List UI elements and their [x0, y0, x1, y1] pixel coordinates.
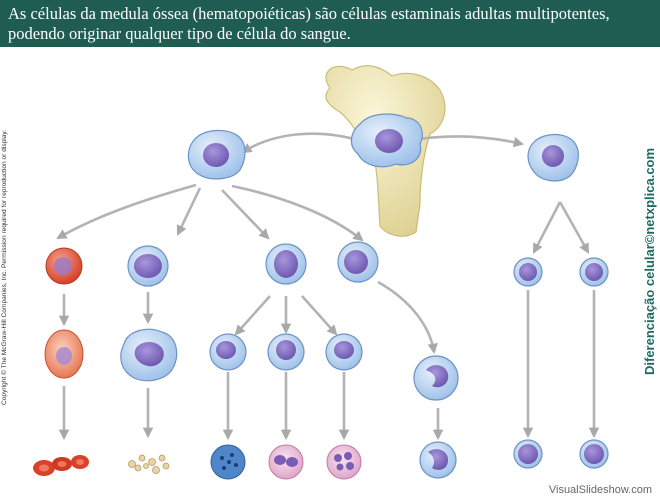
arrow-lymph-to-b: [532, 201, 562, 254]
monocyte: [419, 441, 457, 479]
arrow-stem-to-myeloid: [241, 132, 366, 154]
arrow-lymph-to-t: [558, 201, 590, 254]
promyelocyte-3: [325, 333, 363, 371]
promyelocyte-2: [267, 333, 305, 371]
myeloid-stem-cell: [187, 129, 246, 180]
arrow-myeloid-to-monoblast: [231, 184, 364, 242]
arrow-myeloid-to-mega: [176, 187, 202, 236]
proerythroblast: [45, 247, 83, 285]
promonocyte: [413, 355, 459, 401]
arrow-myeloid-to-erythro: [56, 183, 197, 240]
lymphoid-stem-cell: [527, 133, 579, 182]
myeloblast: [265, 243, 307, 285]
b-lymphocyte: [513, 439, 543, 469]
arrows: [56, 132, 600, 441]
basophil: [210, 444, 246, 480]
arrow-stem-to-lymphoid: [411, 135, 525, 148]
arrow-myelo-to-1: [234, 295, 271, 336]
arrow-mono-1: [377, 280, 438, 355]
watermark: VisualSlideshow.com: [548, 484, 652, 496]
eosinophil: [268, 444, 304, 480]
megakaryoblast: [127, 245, 169, 287]
arrow-myelo-to-3: [301, 295, 338, 336]
title-line-2: podendo originar qualquer tipo de célula…: [8, 24, 351, 43]
platelets: [128, 454, 170, 474]
arrow-myeloid-to-myeloblast: [221, 189, 270, 240]
erythroblast: [44, 329, 84, 379]
stem-cell: [350, 113, 423, 168]
title-banner: As células da medula óssea (hematopoiéti…: [0, 0, 660, 47]
title-line-1: As células da medula óssea (hematopoiéti…: [8, 4, 610, 23]
promyelocyte-1: [209, 333, 247, 371]
neutrophil: [326, 444, 362, 480]
t-lymphocyte: [579, 439, 609, 469]
b-lymphoblast: [513, 257, 543, 287]
erythrocytes: [33, 455, 89, 476]
t-lymphoblast: [579, 257, 609, 287]
monoblast: [337, 241, 379, 283]
megakaryocyte: [120, 328, 178, 382]
